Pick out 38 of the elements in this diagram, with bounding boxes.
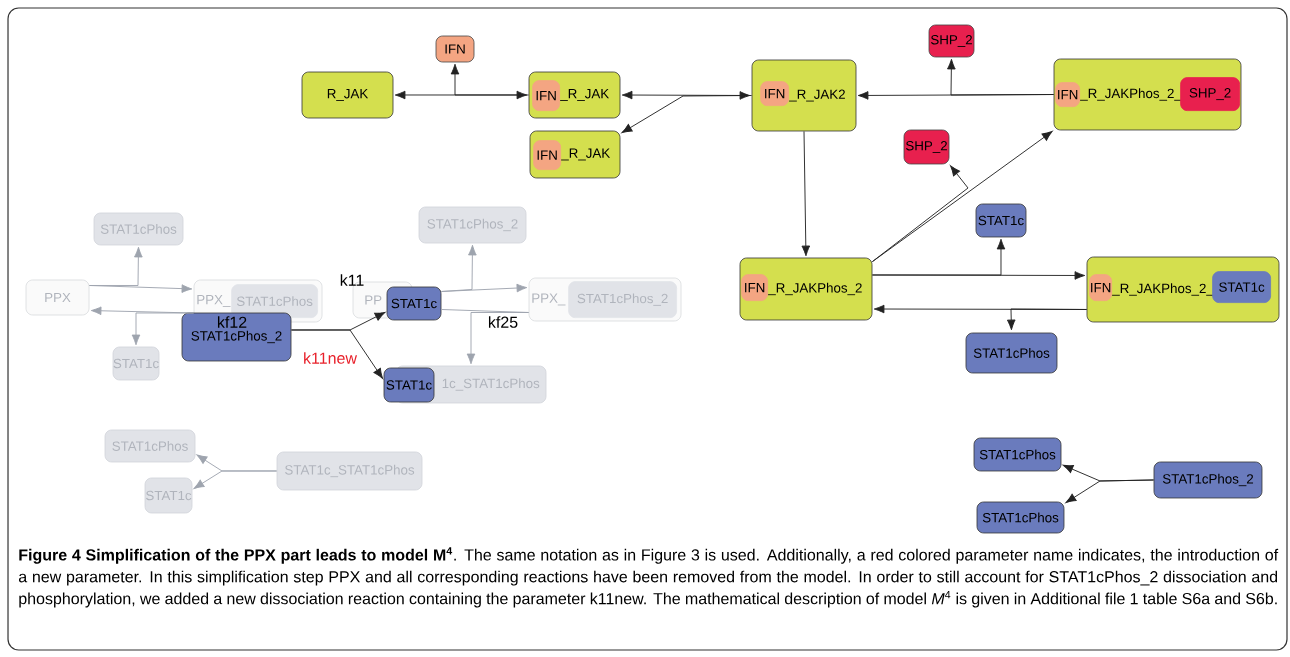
arrow (466, 312, 530, 365)
species-box: SHP_2 (903, 129, 950, 165)
species-box: SHP_2 (1180, 77, 1240, 111)
arrow (871, 238, 1006, 276)
species-box: STAT1cPhos (965, 332, 1058, 374)
figure-caption: Figure 4 Simplification of the PPX part leads to model M$^{4}$. The same notation as in Figure 3 is used. Additionally, a red colored parameter name indicates, the introduction of a new parameter. In this simplification step PPX and all corresponding reactions have been removed from the model. In order to still account for STAT1cPhos_2 dissociation and phosphorylation, we added a new dissociation reaction containing the parameter k11new. The mathematical description of model M$^{4}$ is given in Additional file 1 table S6a and S6b. (18, 547, 1279, 608)
species-box: IFN (532, 80, 560, 111)
arrow (1065, 479, 1155, 504)
arrow (871, 165, 969, 263)
species-box: IFN (1055, 82, 1080, 107)
species-box: STAT1c (383, 367, 435, 403)
arrow (88, 246, 143, 286)
rate-constant-label: kf25 (488, 316, 518, 328)
species-box: SHP_2 (928, 24, 975, 58)
species-box: IFN (1089, 274, 1112, 301)
arrow (440, 244, 477, 292)
species-box: IFN (533, 140, 561, 170)
species-box: STAT1c (1212, 271, 1271, 303)
arrow (801, 130, 811, 257)
species-box: STAT1cPhos_2 (1153, 461, 1263, 499)
faded-complex-box: PPX (25, 279, 90, 316)
species-box: STAT1cPhos (976, 501, 1065, 534)
arrow (1006, 308, 1088, 331)
species-box: STAT1cPhos (973, 437, 1062, 472)
arrow (621, 90, 751, 100)
arrow (290, 329, 384, 379)
species-box: IFN (760, 81, 789, 106)
species-box: IFN (435, 35, 475, 63)
arrow (193, 470, 278, 489)
arrow (947, 58, 1055, 96)
species-box: STAT1c (386, 286, 442, 321)
species-box: IFN (741, 274, 768, 301)
arrow (621, 95, 753, 134)
arrow (450, 63, 530, 96)
arrow (131, 312, 195, 346)
rate-constant-label: k11new (304, 352, 357, 364)
species-box: STAT1c (975, 203, 1027, 238)
species-box: R_JAK (301, 71, 394, 119)
